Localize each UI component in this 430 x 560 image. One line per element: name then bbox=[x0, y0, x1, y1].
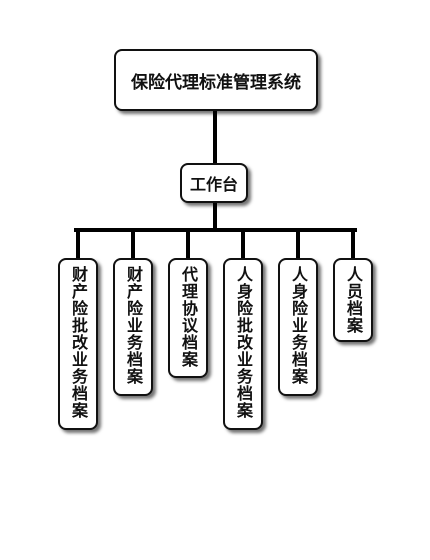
root-node: 保险代理标准管理系统 bbox=[114, 49, 318, 111]
leaf-node-property-endorsement-archive: 财产险批改业务档案 bbox=[58, 258, 98, 430]
leaf-node-label: 财产险业务档案 bbox=[124, 266, 143, 385]
leaf-node-label: 人身险批改业务档案 bbox=[234, 266, 253, 419]
leaf-node-life-endorsement-archive: 人身险批改业务档案 bbox=[223, 258, 263, 430]
leaf-node-property-business-archive: 财产险业务档案 bbox=[113, 258, 153, 396]
hub-node: 工作台 bbox=[180, 163, 248, 203]
leaf-node-label: 人员档案 bbox=[344, 266, 363, 334]
leaf-node-label: 财产险批改业务档案 bbox=[69, 266, 88, 419]
leaf-node-label: 人身险业务档案 bbox=[289, 266, 308, 385]
leaf-node-life-business-archive: 人身险业务档案 bbox=[278, 258, 318, 396]
root-node-label: 保险代理标准管理系统 bbox=[131, 72, 301, 93]
leaf-node-personnel-archive: 人员档案 bbox=[333, 258, 373, 342]
leaf-node-agency-agreement-archive: 代理协议档案 bbox=[168, 258, 208, 378]
hub-node-label: 工作台 bbox=[189, 175, 238, 194]
leaf-node-label: 代理协议档案 bbox=[179, 266, 198, 368]
